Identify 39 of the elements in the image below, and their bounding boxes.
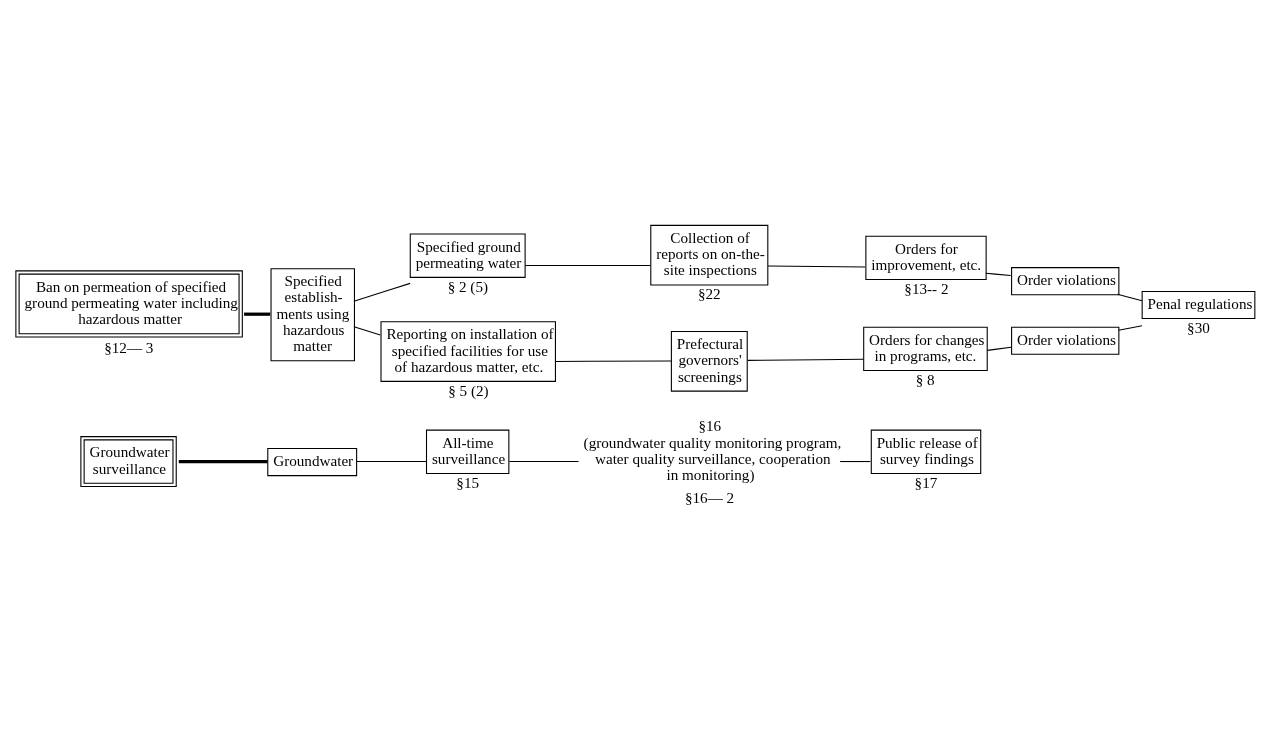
connector (747, 358, 865, 361)
connector (554, 360, 672, 362)
node-box: Order violations (1011, 267, 1120, 296)
connector (353, 282, 411, 302)
node-label: § 5 (2) (448, 381, 489, 399)
node-box: Specified ground permeating water (409, 233, 526, 278)
node-text: §16 (groundwater quality monitoring program, water quality surveillance, cooperation in monitoring) (583, 417, 842, 484)
connector (767, 265, 866, 268)
node-box: Reporting on installation of specified facilities for use of hazardous matter, etc. (380, 321, 556, 382)
connector (353, 326, 381, 336)
node-label: §12— 3 (104, 339, 154, 357)
connector (986, 346, 1012, 351)
node-box: All-time surveillance (425, 429, 510, 474)
node-box: Orders for improvement, etc. (865, 235, 987, 281)
connector (985, 272, 1012, 277)
node-box: Public release of survey findings (870, 429, 982, 474)
node-label: § 8 (915, 370, 935, 388)
node-label: §15 (456, 473, 480, 491)
connector (839, 461, 871, 463)
node-label: §30 (1187, 318, 1210, 336)
connector (524, 264, 652, 266)
node-box: Prefectural governors' screenings (670, 330, 748, 392)
node-box: Penal regulations (1141, 290, 1256, 320)
node-label: § 2 (5) (447, 277, 489, 295)
node-label: §22 (697, 285, 721, 303)
node-label: §16— 2 (684, 488, 735, 506)
connector (356, 461, 427, 463)
connector (244, 312, 271, 316)
node-box: Order violations (1011, 326, 1120, 355)
node-box: Orders for changes in programs, etc. (863, 326, 988, 372)
connector (178, 459, 268, 464)
node-box: Specified establish-ments using hazardous matter (270, 268, 355, 362)
connector (508, 461, 580, 463)
node-label: §13-- 2 (904, 279, 949, 297)
node-box: Collection of reports on on-the-site inspections (650, 224, 769, 286)
connector (1116, 293, 1143, 302)
node-label: §17 (914, 473, 938, 491)
node-box: Groundwater (267, 448, 358, 477)
connector (1118, 325, 1143, 331)
